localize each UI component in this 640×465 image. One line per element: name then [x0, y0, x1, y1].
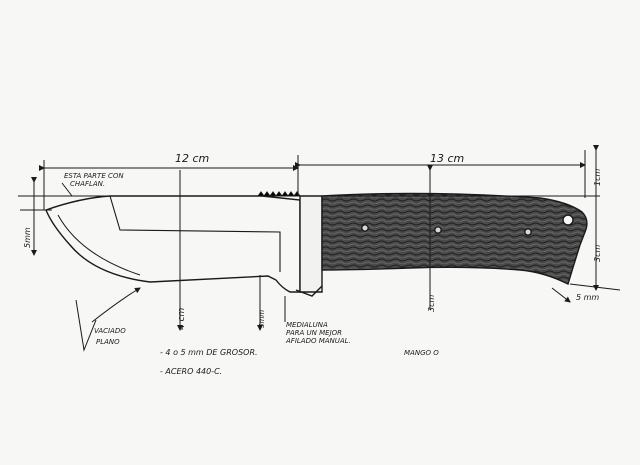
label-vaciado-1: VACIADO — [94, 327, 126, 335]
dimension-lines — [18, 145, 621, 331]
dim-pommel-top: 1cm — [593, 169, 602, 186]
label-chaflan-2: CHAFLAN. — [70, 180, 105, 188]
pin-2 — [434, 226, 442, 234]
label-mango: MANGO O — [404, 349, 439, 357]
spine-serrations — [257, 191, 301, 197]
dim-handle-end-height: 3cm — [593, 245, 602, 262]
label-medialuna-2: PARA UN MEJOR — [286, 329, 342, 337]
label-medialuna-1: MEDIALUNA — [286, 321, 328, 329]
pin-3 — [524, 228, 532, 236]
note-acero: - ACERO 440-C. — [160, 367, 222, 376]
note-grosor: - 4 o 5 mm DE GROSOR. — [160, 348, 258, 357]
pin-1 — [361, 224, 369, 232]
label-medialuna-3: AFILADO MANUAL. — [285, 337, 351, 345]
label-vaciado-2: PLANO — [96, 338, 120, 346]
leader-lines — [61, 182, 286, 352]
lanyard-hole — [562, 214, 574, 226]
dim-pommel-offset: 5 mm — [576, 293, 599, 302]
dim-tip-height: 5mm — [23, 227, 32, 248]
guard — [295, 195, 323, 297]
dim-choil-height: 5mm — [258, 310, 266, 328]
handle — [321, 192, 588, 285]
dim-blade-length: 12 cm — [175, 152, 209, 165]
dim-handle-length: 13 cm — [430, 152, 464, 165]
dim-handle-height-mid: 3cm — [427, 295, 436, 312]
dim-blade-height: 4 cm — [177, 307, 187, 330]
label-chaflan-1: ESTA PARTE CON — [64, 172, 124, 180]
blade — [45, 195, 301, 293]
